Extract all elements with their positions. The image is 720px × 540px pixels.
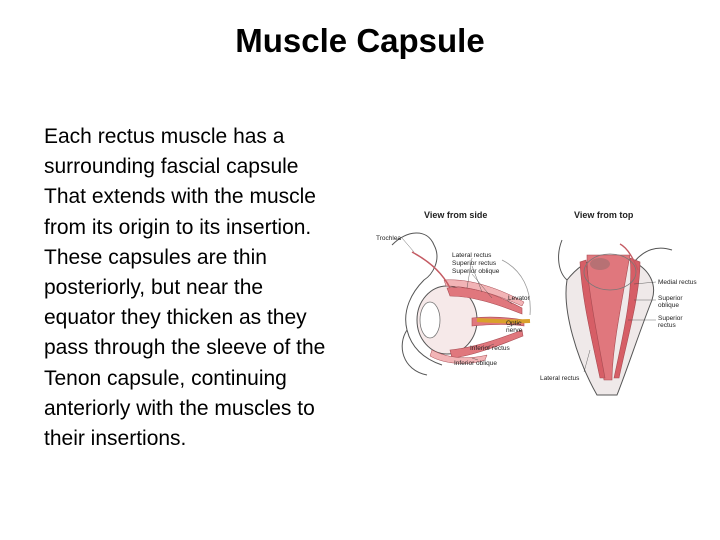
label-medial-rectus: Medial rectus <box>658 279 697 286</box>
label-optic-nerve-1: Optic <box>506 320 522 327</box>
orbit-roof-side <box>501 259 531 316</box>
optic-nerve-side <box>476 318 531 324</box>
orbit-outline-side <box>391 232 443 366</box>
label-superior-oblique-top-2: oblique <box>658 302 679 309</box>
slide-title: Muscle Capsule <box>235 22 485 59</box>
side-view-leaders <box>401 237 523 361</box>
pupil-region-top <box>590 258 610 270</box>
cornea-side <box>419 301 441 339</box>
label-superior-oblique-side: Superior oblique <box>452 268 500 275</box>
levator-side <box>443 279 525 307</box>
eyeball-top <box>583 253 637 291</box>
label-lateral-rectus-top: Lateral rectus <box>540 375 580 382</box>
label-superior-rectus-top-1: Superior <box>658 315 683 322</box>
label-trochlea: Trochlea <box>376 235 401 242</box>
label-levator: Levator <box>508 295 531 302</box>
side-view-drawing <box>391 232 531 376</box>
label-inferior-oblique-side: Inferior oblique <box>454 360 497 367</box>
inferior-rectus-side <box>449 329 524 359</box>
label-lateral-rectus-side: Lateral rectus <box>452 252 492 259</box>
label-inferior-rectus-side: Inferior rectus <box>470 345 510 352</box>
eye-muscle-diagram: View from side View from top <box>376 210 697 396</box>
label-superior-oblique-top-1: Superior <box>658 295 683 302</box>
label-optic-nerve-2: nerve <box>506 327 523 334</box>
orbit-wall-left-top <box>558 239 568 281</box>
body-paragraph: Each rectus muscle has a surrounding fas… <box>44 125 326 451</box>
label-superior-rectus-top-2: rectus <box>658 322 676 329</box>
orbit-wall-right-top <box>633 247 673 263</box>
superior-oblique-tendon-side <box>411 251 451 289</box>
orbit-floor-side <box>401 329 428 376</box>
label-superior-rectus-side: Superior rectus <box>452 260 497 267</box>
top-view-drawing <box>558 239 673 396</box>
superior-oblique-top <box>619 243 639 271</box>
side-view-heading: View from side <box>424 210 487 220</box>
top-view-heading: View from top <box>574 210 634 220</box>
lateral-rectus-top <box>579 259 606 379</box>
top-view-leaders <box>583 281 657 373</box>
medial-rectus-top <box>613 257 641 379</box>
eye-muscle-illustration: View from side View from top <box>372 200 702 410</box>
